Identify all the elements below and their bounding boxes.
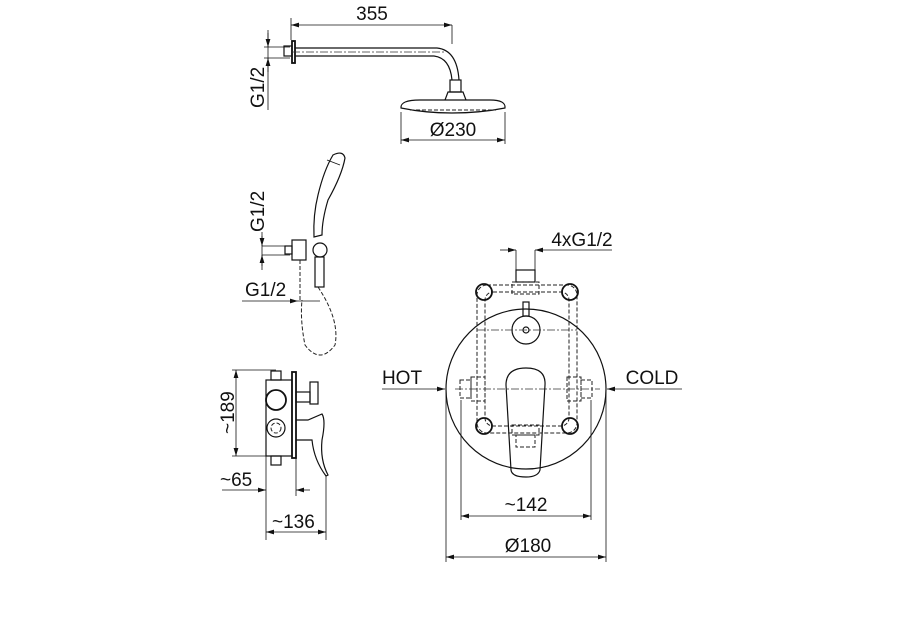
mixer-depth-max-label: ~136 [272,512,315,533]
arm-length-label: 355 [356,4,388,25]
plate-diameter-label: Ø180 [505,536,551,557]
body-width-label: ~142 [505,495,548,516]
hand-shower: G1/2 G1/2 [242,152,346,356]
hand-shower-connection-vertical-label: G1/2 [248,191,269,232]
mixer-depth-min-label: ~65 [220,470,252,491]
cold-label: COLD [626,368,679,389]
arm-connection-label: G1/2 [248,67,269,108]
head-diameter-label: Ø230 [430,120,476,141]
mixer-front-view: 4xG1/2 HOT COLD ~142 Ø180 [382,230,682,562]
hot-label: HOT [382,368,423,389]
mixer-side-view: ~189 ~65 ~136 [218,369,329,540]
mixer-height-label: ~189 [218,391,239,434]
outlets-label: 4xG1/2 [551,230,612,251]
overhead-shower: 355 Ø230 G1/2 [248,4,506,144]
hand-shower-connection-horizontal-label: G1/2 [245,280,286,301]
